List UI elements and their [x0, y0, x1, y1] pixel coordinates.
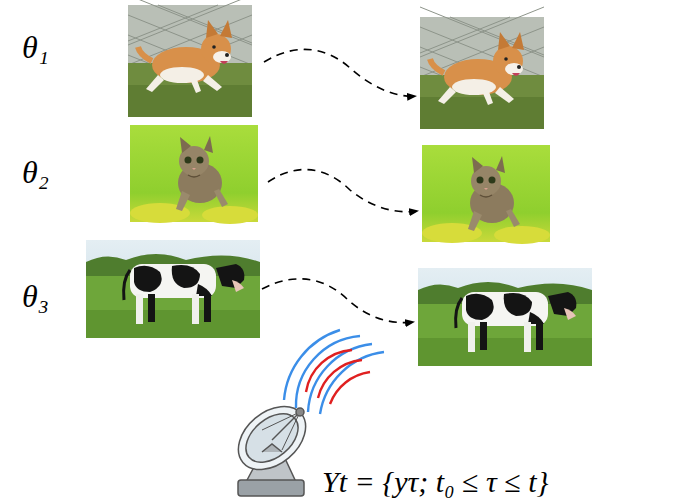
- state-label: θ₂: [22, 156, 49, 188]
- state-label: θ₁: [22, 31, 49, 63]
- observation-label: Yt = {yτ; t₀ ≤ τ ≤ t}: [322, 467, 549, 497]
- state-label: θ₃: [22, 280, 49, 312]
